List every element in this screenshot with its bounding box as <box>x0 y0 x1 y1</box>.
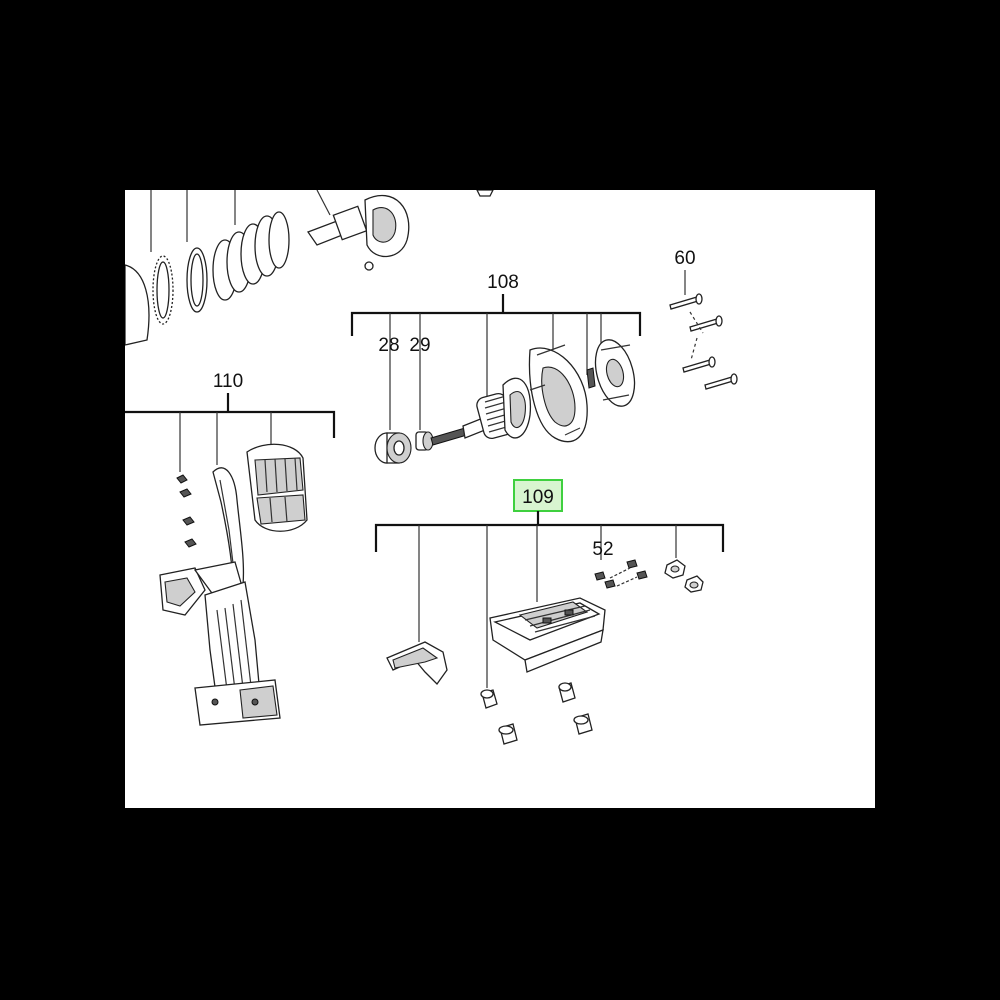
label-109: 109 <box>522 487 554 508</box>
spring-assembly-partial <box>125 190 290 346</box>
highlight-109[interactable] <box>513 479 563 512</box>
screws-52 <box>594 559 648 589</box>
bolts <box>480 682 593 745</box>
group-109: 109 52 <box>374 479 725 745</box>
screws-60: 60 <box>669 248 738 390</box>
switch-assembly <box>159 561 281 726</box>
label-52: 52 <box>592 539 613 560</box>
coil-spring <box>212 211 290 301</box>
armature <box>430 377 532 446</box>
label-60: 60 <box>674 248 695 269</box>
screws-110 <box>176 474 197 548</box>
end-plate <box>594 339 636 407</box>
clip <box>586 367 596 389</box>
motor-housing <box>528 344 588 443</box>
label-108: 108 <box>487 272 519 293</box>
group-108: 108 28 29 <box>350 272 642 464</box>
bearing-29 <box>415 431 434 451</box>
label-28: 28 <box>378 335 399 356</box>
label-110: 110 <box>213 371 243 392</box>
diagram-canvas: 108 28 29 <box>125 190 738 745</box>
electronics-module <box>489 597 606 673</box>
bearing-28 <box>374 432 412 464</box>
exploded-parts-diagram: 108 28 29 <box>125 190 875 808</box>
label-29: 29 <box>409 335 430 356</box>
group-110: 110 <box>125 371 336 726</box>
field-coil <box>246 443 308 532</box>
bracket <box>386 641 448 686</box>
spindle-partial <box>306 190 494 271</box>
nuts <box>664 559 704 593</box>
